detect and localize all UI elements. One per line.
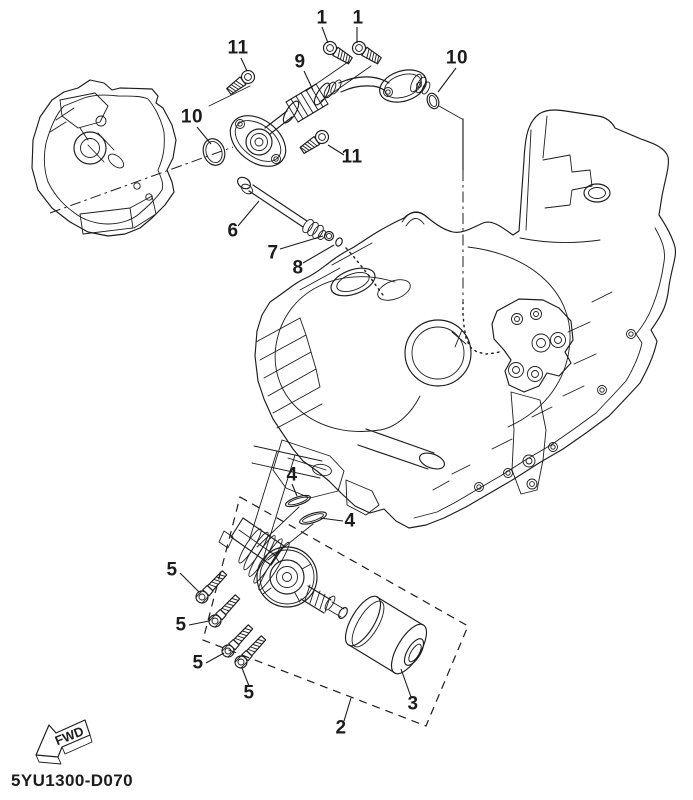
callout-4: 4 (344, 510, 356, 532)
callout-6: 6 (227, 220, 239, 242)
leader-line-10 (197, 127, 211, 144)
callout-11: 11 (227, 37, 249, 59)
pump-axis-line (50, 147, 233, 213)
oil-strainer-drawing (235, 175, 383, 295)
leader-line-4 (292, 484, 297, 496)
leader-line-1 (322, 27, 328, 43)
callout-2: 2 (335, 717, 347, 739)
leader-line-6 (238, 201, 259, 226)
leader-line-5 (206, 653, 224, 663)
leader-line-11 (241, 58, 247, 71)
fwd-arrow: FWD (36, 720, 92, 764)
callout-3: 3 (407, 693, 419, 715)
callout-1: 1 (316, 7, 328, 29)
callout-9: 9 (294, 51, 306, 73)
leader-line-4 (320, 518, 343, 521)
leader-line-5 (242, 668, 249, 686)
part-code-label: 5YU1300-D070 (11, 771, 133, 790)
callout-11: 11 (341, 146, 363, 168)
leader-line-2 (344, 698, 351, 721)
callout-5: 5 (243, 682, 255, 704)
callout-8: 8 (292, 257, 304, 279)
leader-line-5 (189, 621, 209, 625)
callout-1: 1 (352, 7, 364, 29)
crankcase-left-cover-drawing (32, 80, 176, 236)
callout-5: 5 (166, 559, 178, 581)
leader-line-11 (328, 145, 344, 155)
callout-5: 5 (192, 652, 204, 674)
leader-line-9 (304, 71, 313, 90)
callout-7: 7 (267, 242, 279, 264)
callout-leader-lines (180, 27, 456, 721)
fwd-label: FWD (53, 723, 86, 748)
leader-line-7 (280, 236, 323, 249)
callout-5: 5 (175, 614, 187, 636)
leader-line-10 (438, 68, 456, 92)
main-crankcase-drawing (252, 110, 675, 528)
callout-10: 10 (180, 106, 204, 128)
dashed-kit-outline (203, 497, 468, 726)
oil-pump-assembly-drawing (209, 38, 431, 177)
oil-filter-assembly-drawing (192, 451, 468, 726)
callout-4: 4 (286, 464, 298, 486)
leader-line-8 (303, 245, 334, 263)
callout-10: 10 (445, 47, 469, 69)
leader-line-3 (401, 669, 411, 697)
leader-line-5 (180, 573, 199, 592)
o-ring-10-left-drawing (200, 136, 228, 168)
